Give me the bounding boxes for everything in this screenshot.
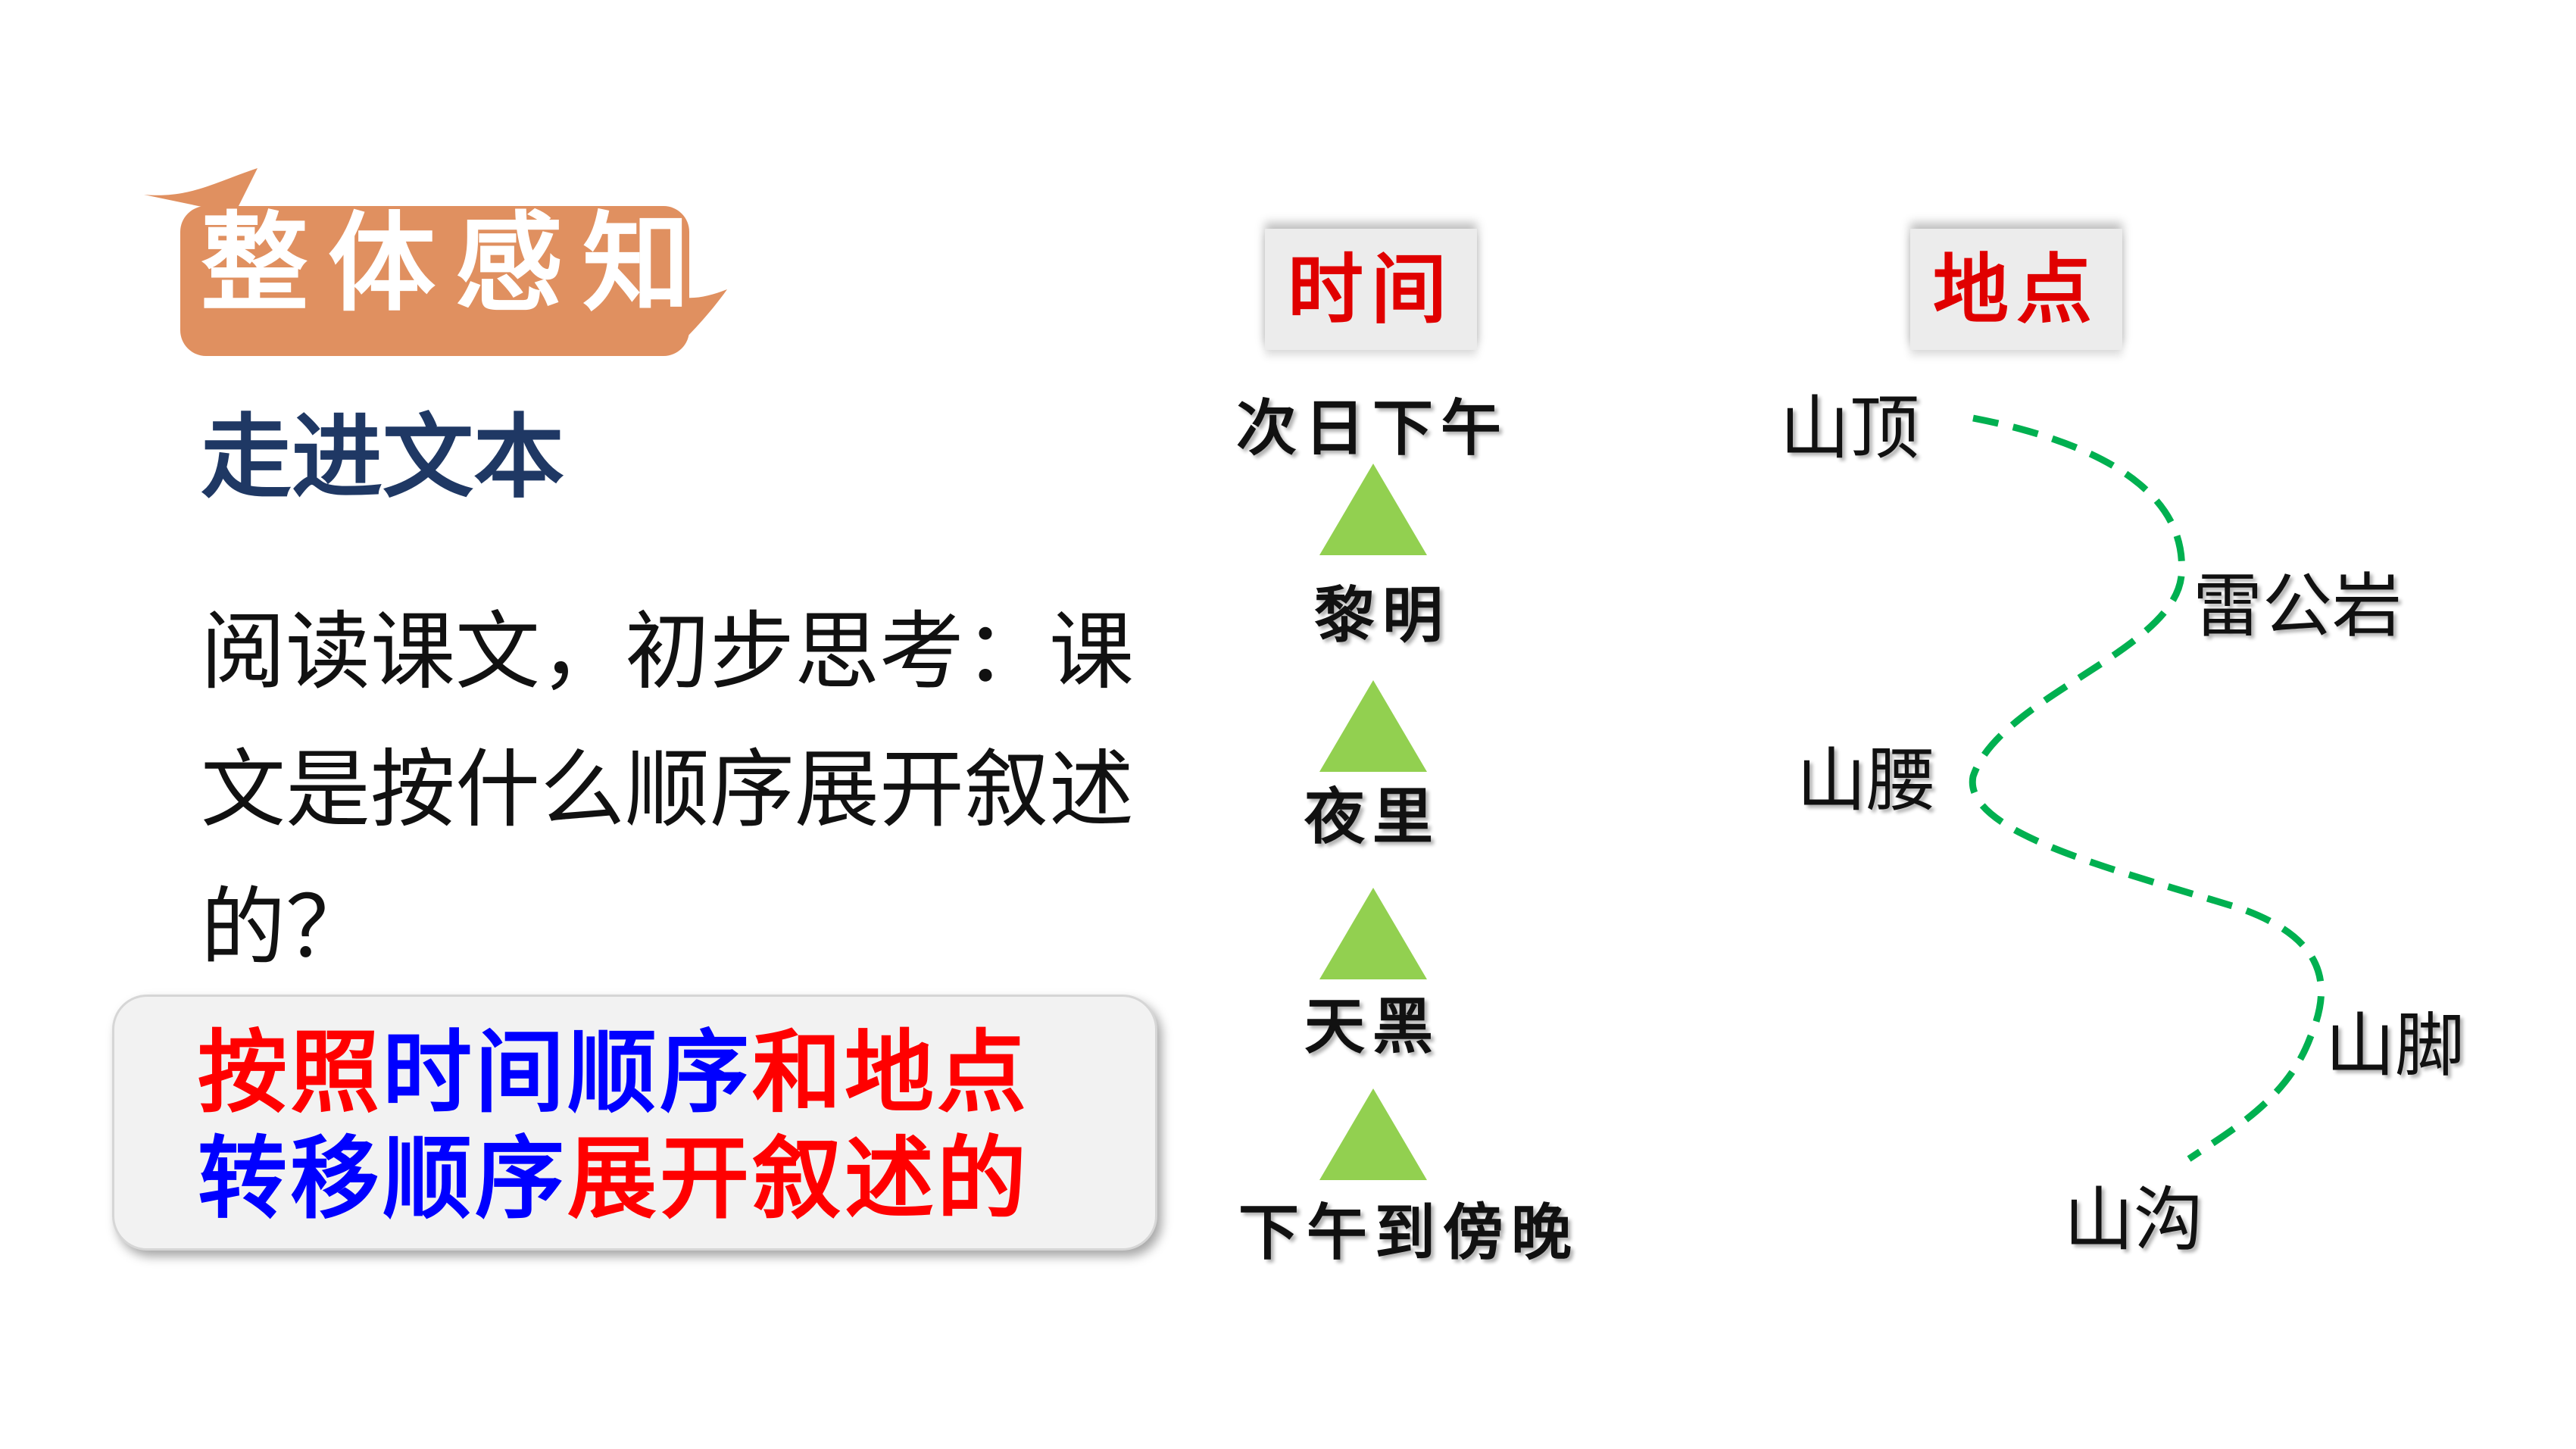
place-item: 山腰 [1797, 740, 1937, 821]
heading-badge: 整体感知 [144, 168, 735, 364]
place-item: 山脚 [2325, 1005, 2465, 1086]
route-path [1969, 414, 2325, 1162]
question-text: 阅读课文，初步思考：课文是按什么顺序展开叙述的？ [201, 603, 1134, 977]
place-item: 山沟 [2064, 1179, 2204, 1260]
section-title: 走进文本 [201, 405, 564, 511]
up-arrow-icon [1319, 888, 1427, 979]
time-column-header: 时间 [1265, 229, 1477, 350]
badge-shape [144, 168, 727, 356]
time-item: 下午到傍晚 [1238, 1197, 1579, 1268]
badge-title: 整体感知 [201, 201, 710, 326]
place-item: 山顶 [1780, 388, 1920, 469]
answer-text: 按照时间顺序和地点转移顺序展开叙述的 [198, 1020, 1029, 1232]
up-arrow-icon [1319, 464, 1427, 555]
answer-segment: 展开叙述的 [567, 1126, 1030, 1231]
up-arrow-icon [1319, 680, 1427, 772]
up-arrow-icon [1319, 1088, 1427, 1180]
answer-segment: 和地点 [752, 1020, 1030, 1125]
place-item: 雷公岩 [2193, 566, 2403, 647]
place-column-header: 地点 [1910, 229, 2122, 350]
time-item: 夜里 [1304, 781, 1441, 852]
answer-segment: 时间顺序 [382, 1020, 753, 1125]
time-item: 黎明 [1314, 579, 1450, 651]
answer-segment: 转移顺序 [198, 1126, 568, 1231]
answer-segment: 按照 [198, 1020, 383, 1125]
time-item: 次日下午 [1236, 392, 1509, 464]
time-item: 天黑 [1304, 991, 1441, 1062]
answer-box: 按照时间顺序和地点转移顺序展开叙述的 [112, 995, 1157, 1251]
